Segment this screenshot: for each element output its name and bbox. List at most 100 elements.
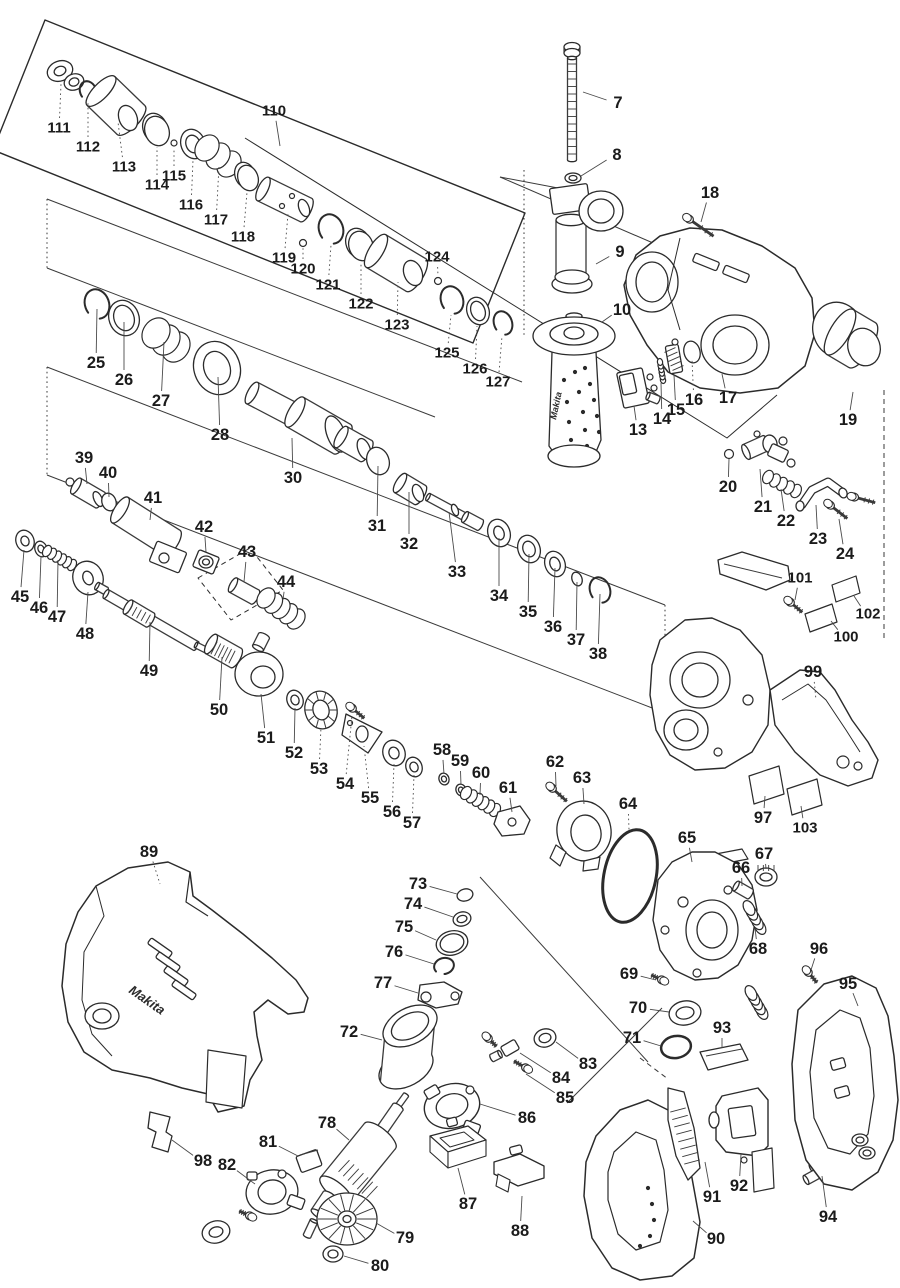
leader-line-18	[700, 202, 707, 223]
part-label-91: 91	[703, 1188, 721, 1206]
part-label-52: 52	[285, 744, 303, 762]
leader-line-40	[108, 482, 110, 498]
part-label-126: 126	[462, 361, 487, 378]
part-label-78: 78	[318, 1114, 336, 1132]
leader-line-72	[360, 1033, 383, 1041]
part-label-81: 81	[259, 1133, 277, 1151]
leader-line-100	[830, 620, 839, 630]
part-label-31: 31	[368, 517, 386, 535]
leader-line-25	[95, 308, 98, 354]
part-label-51: 51	[257, 729, 275, 747]
part-label-19: 19	[839, 411, 857, 429]
part-label-85: 85	[556, 1089, 574, 1107]
leader-line-99	[813, 681, 817, 701]
leader-line-111	[59, 83, 62, 119]
leader-line-51	[260, 693, 266, 729]
leader-line-91	[704, 1161, 711, 1188]
part-label-98: 98	[194, 1152, 212, 1170]
leader-line-24	[838, 518, 844, 545]
leader-line-84	[519, 1052, 551, 1074]
leader-line-36	[552, 567, 556, 618]
part-label-50: 50	[210, 701, 228, 719]
part-label-25: 25	[87, 354, 105, 372]
part-label-113: 113	[112, 159, 136, 176]
part-label-95: 95	[839, 975, 857, 993]
leader-line-63	[582, 787, 585, 805]
leader-line-35	[527, 553, 530, 603]
part-label-20: 20	[719, 478, 737, 496]
part-label-75: 75	[395, 918, 413, 936]
leader-line-38	[597, 593, 601, 645]
leader-line-22	[780, 488, 785, 512]
part-label-67: 67	[755, 845, 773, 863]
part-label-74: 74	[404, 895, 423, 913]
part-label-42: 42	[195, 518, 213, 536]
part-label-73: 73	[409, 875, 427, 893]
part-label-27: 27	[152, 392, 170, 410]
part-label-47: 47	[48, 608, 66, 626]
leader-line-70	[649, 1008, 670, 1013]
part-label-99: 99	[804, 663, 822, 681]
part-label-103: 103	[792, 820, 817, 837]
part-label-101: 101	[787, 570, 812, 587]
leader-line-41	[149, 507, 152, 521]
part-label-66: 66	[732, 859, 750, 877]
leader-line-103	[800, 805, 804, 819]
part-label-114: 114	[145, 177, 170, 194]
leader-line-43	[243, 561, 247, 583]
part-label-69: 69	[620, 965, 638, 983]
leader-line-71	[643, 1040, 662, 1047]
part-label-39: 39	[75, 449, 93, 467]
part-label-122: 122	[348, 296, 373, 313]
part-label-56: 56	[383, 803, 401, 821]
part-label-16: 16	[685, 391, 703, 409]
leader-line-62	[555, 771, 557, 787]
leader-line-54	[345, 715, 353, 775]
leader-line-64	[628, 813, 630, 831]
part-label-44: 44	[277, 573, 296, 591]
leader-line-94	[821, 1175, 827, 1208]
leader-line-39	[84, 467, 88, 485]
leader-line-101	[794, 587, 798, 601]
part-label-88: 88	[511, 1222, 529, 1240]
part-label-102: 102	[855, 606, 880, 623]
part-label-41: 41	[144, 489, 162, 507]
part-label-124: 124	[424, 249, 450, 266]
part-label-112: 112	[76, 139, 100, 156]
leader-line-56	[392, 763, 395, 803]
leader-line-88	[520, 1195, 523, 1222]
part-label-121: 121	[315, 277, 340, 294]
leader-line-20	[727, 458, 730, 478]
part-label-125: 125	[434, 345, 459, 362]
leader-line-73	[429, 886, 458, 895]
leader-line-76	[405, 954, 435, 965]
part-label-15: 15	[667, 401, 685, 419]
leader-line-42	[204, 536, 207, 553]
part-label-116: 116	[179, 197, 203, 214]
leader-line-96	[810, 958, 816, 971]
leader-line-89	[152, 861, 161, 885]
part-label-35: 35	[519, 603, 537, 621]
leader-line-118	[243, 191, 248, 228]
leader-line-92	[739, 1153, 742, 1177]
leader-line-79	[375, 1222, 395, 1234]
leader-line-75	[414, 930, 437, 941]
part-label-49: 49	[140, 662, 158, 680]
part-label-71: 71	[623, 1029, 641, 1047]
part-label-62: 62	[546, 753, 564, 771]
leader-line-14	[660, 382, 663, 410]
part-label-127: 127	[485, 374, 510, 391]
leader-line-61	[509, 797, 513, 813]
part-label-92: 92	[730, 1177, 748, 1195]
leader-line-23	[815, 504, 818, 530]
part-label-54: 54	[336, 775, 355, 793]
part-label-87: 87	[459, 1195, 477, 1213]
part-label-55: 55	[361, 789, 379, 807]
leader-line-68	[754, 927, 757, 940]
leader-line-48	[85, 591, 89, 625]
part-label-83: 83	[579, 1055, 597, 1073]
part-label-120: 120	[290, 261, 315, 278]
part-label-30: 30	[284, 469, 302, 487]
leader-line-80	[343, 1255, 369, 1264]
